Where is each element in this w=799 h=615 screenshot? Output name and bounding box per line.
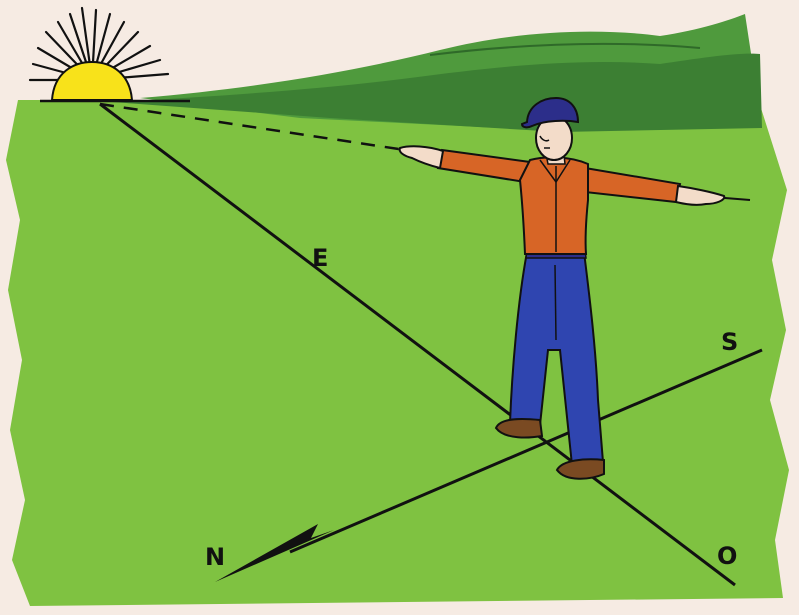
grass-field [6, 100, 789, 606]
shirt [520, 157, 588, 254]
west-label: O [717, 542, 737, 570]
north-label: N [205, 543, 225, 571]
south-label: S [721, 328, 738, 356]
sun-icon [30, 8, 168, 100]
east-label: E [312, 244, 328, 272]
